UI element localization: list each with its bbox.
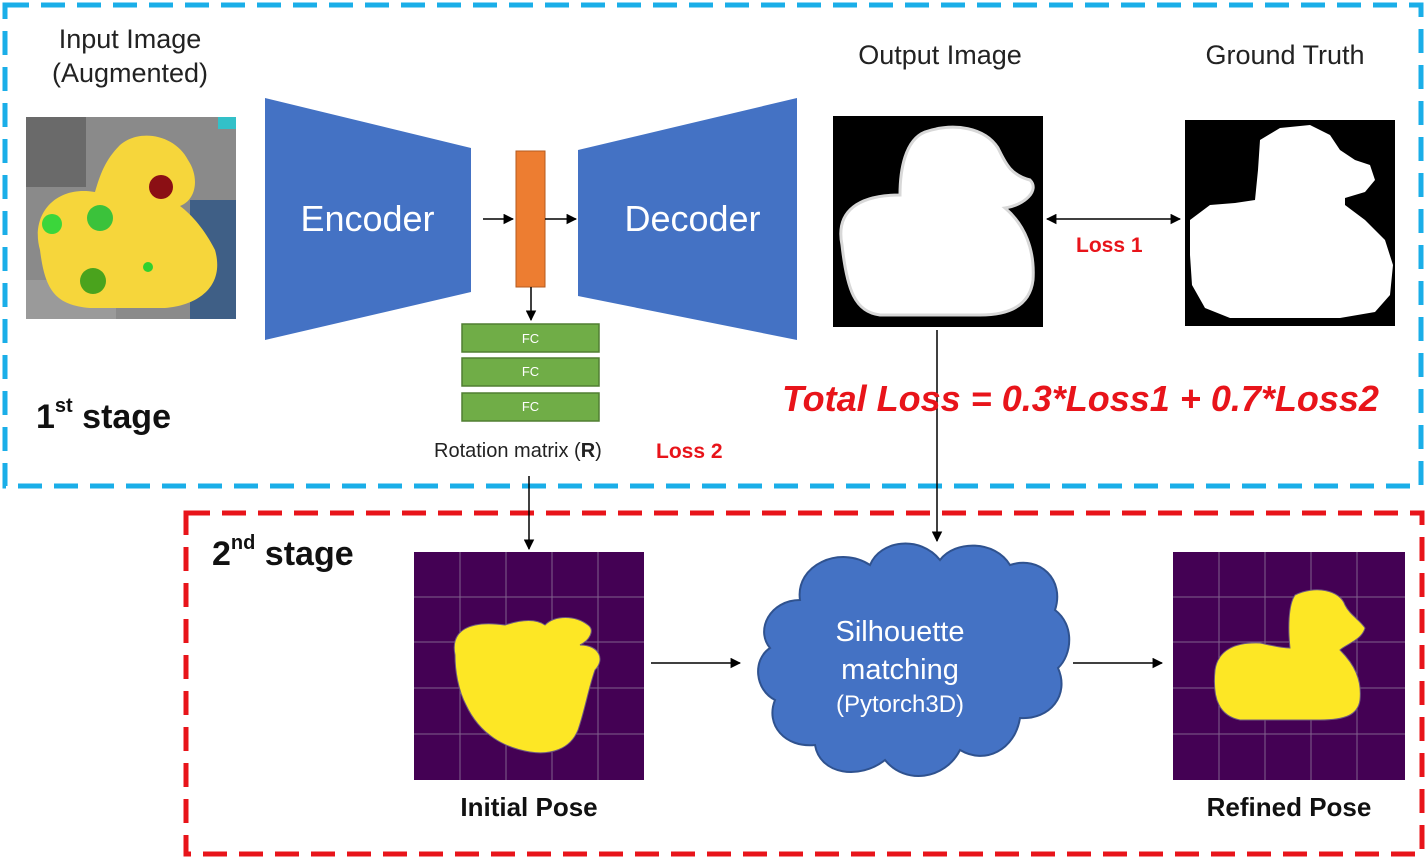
loss2-label: Loss 2: [656, 440, 723, 463]
refined-pose-image: [1173, 552, 1405, 780]
rotation-suffix: ): [595, 440, 602, 462]
cloud-line1: Silhouette: [835, 616, 965, 648]
ground-truth-image: [1185, 120, 1395, 326]
ground-truth-title: Ground Truth: [1205, 40, 1365, 70]
silhouette-matching-cloud: [757, 542, 1071, 777]
latent-vector: [515, 150, 546, 288]
decoder-block: [578, 98, 797, 340]
fc-layer-2: [461, 357, 600, 387]
output-image-title: Output Image: [858, 40, 1022, 70]
stage1-sup: st: [54, 394, 73, 417]
rotation-prefix: Rotation matrix (: [434, 440, 581, 462]
fc-layer-1: [461, 323, 600, 353]
encoder-block: [265, 98, 471, 340]
output-image: [833, 116, 1043, 327]
initial-pose-label: Initial Pose: [460, 792, 598, 822]
stage2-num: 2: [212, 535, 231, 573]
rotation-matrix-label: Rotation matrix (R): [434, 440, 602, 463]
cloud-line3: (Pytorch3D): [835, 691, 965, 718]
stage2-sup: nd: [230, 531, 256, 554]
cloud-text: Silhouette matching (Pytorch3D): [790, 613, 1010, 721]
stage1-label: 1st stage: [36, 394, 171, 437]
stage2-word: stage: [255, 535, 354, 573]
stage1-num: 1: [36, 398, 55, 436]
fc-label-3: FC: [521, 399, 540, 414]
stage2-border: [183, 510, 1425, 857]
initial-pose-image: [414, 552, 644, 780]
encoder-label: Encoder: [300, 198, 435, 239]
fc-label-1: FC: [521, 331, 540, 346]
cloud-line2: matching: [841, 654, 959, 686]
fc-layer-3: [461, 392, 600, 422]
stage2-label: 2nd stage: [212, 531, 354, 574]
stage1-border: [2, 2, 1424, 489]
input-title-line2: (Augmented): [51, 58, 209, 88]
total-loss-formula: Total Loss = 0.3*Loss1 + 0.7*Loss2: [782, 378, 1379, 419]
refined-pose-label: Refined Pose: [1206, 792, 1372, 822]
decoder-label: Decoder: [624, 198, 761, 239]
input-title-line1: Input Image: [58, 24, 202, 54]
loss1-label: Loss 1: [1076, 234, 1143, 257]
rotation-symbol: R: [580, 440, 596, 462]
input-image-title: Input Image (Augmented): [20, 22, 240, 90]
input-image: [26, 117, 236, 319]
stage1-word: stage: [72, 398, 171, 436]
fc-label-2: FC: [521, 364, 540, 379]
